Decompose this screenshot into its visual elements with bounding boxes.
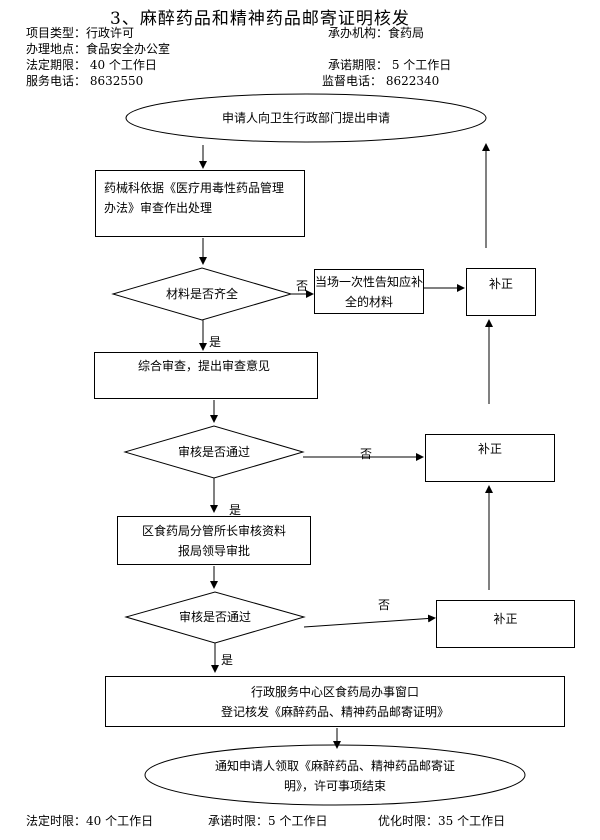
footer-optimized-value: 35 个工作日: [438, 814, 506, 828]
item-type-value: 行政许可: [86, 26, 135, 40]
footer-promise-value: 5 个工作日: [268, 814, 328, 828]
no-label-1: 否: [296, 279, 309, 293]
window-box: 行政服务中心区食药局办事窗口 登记核发《麻醉药品、精神药品邮寄证明》: [105, 676, 565, 727]
finish-label-line2: 明》，许可事项结束: [283, 779, 386, 793]
correct-box-3: 补正: [436, 600, 575, 648]
yes-label-2: 是: [229, 503, 242, 517]
review-line1: 药械科依据《医疗用毒性药品管理: [104, 181, 285, 195]
location-row: 办理地点：食品安全办公室: [26, 40, 170, 57]
page-title: 3、麻醉药品和精神药品邮寄证明核发: [110, 9, 410, 29]
promise-limit-row: 承诺期限： 5 个工作日: [328, 56, 451, 73]
footer-legal-value: 40 个工作日: [86, 814, 154, 828]
agency-label: 承办机构：: [328, 26, 389, 40]
footer-promise: 承诺时限：5 个工作日: [208, 812, 327, 829]
correct-box-2: 补正: [425, 434, 555, 482]
comprehensive-box: 综合审查，提出审查意见: [94, 352, 318, 399]
review-line2: 办法》审查作出处理: [104, 201, 213, 215]
supervise-phone-row: 监督电话： 8622340: [322, 72, 439, 89]
promise-limit-value: 5 个工作日: [391, 58, 452, 72]
finish-label-line1: 通知申请人领取《麻醉药品、精神药品邮寄证: [214, 759, 455, 773]
audit-1-label: 审核是否通过: [177, 445, 250, 459]
director-line1: 区食药局分管所长审核资料: [141, 523, 286, 538]
apply-label: 申请人向卫生行政部门提出申请: [221, 111, 390, 125]
director-line2: 报局领导审批: [177, 543, 250, 558]
audit-1-diamond: [123, 425, 305, 479]
legal-limit-value: 40 个工作日: [89, 58, 157, 72]
notify-box: 当场一次性告知应补 全的材料: [314, 269, 424, 314]
review-box: 药械科依据《医疗用毒性药品管理 办法》审查作出处理: [95, 170, 305, 237]
service-phone-row: 服务电话： 8632550: [26, 72, 143, 89]
service-phone-label: 服务电话：: [26, 74, 87, 88]
correct-1-label: 补正: [488, 277, 513, 291]
agency-value: 食药局: [388, 26, 425, 40]
location-label: 办理地点：: [26, 42, 87, 56]
footer-legal-label: 法定时限：: [26, 814, 87, 828]
arrow-audit2-to-correct3: [303, 614, 436, 628]
footer-optimized-label: 优化时限：: [378, 814, 439, 828]
supervise-phone-value: 8622340: [385, 74, 440, 88]
location-value: 食品安全办公室: [86, 42, 171, 56]
legal-limit-label: 法定期限：: [26, 58, 87, 72]
materials-check-label: 材料是否齐全: [165, 287, 238, 301]
finish-label: 通知申请人领取《麻醉药品、精神药品邮寄证 明》，许可事项结束: [170, 756, 500, 796]
yes-label-3: 是: [221, 653, 234, 667]
footer-promise-label: 承诺时限：: [208, 814, 269, 828]
no-label-2: 否: [360, 447, 373, 461]
service-phone-value: 8632550: [89, 74, 144, 88]
no-label-3: 否: [378, 598, 391, 612]
notify-line2: 全的材料: [344, 294, 393, 309]
promise-limit-label: 承诺期限：: [328, 58, 389, 72]
window-line1: 行政服务中心区食药局办事窗口: [250, 684, 419, 699]
comprehensive-label: 综合审查，提出审查意见: [138, 359, 271, 373]
audit-2-diamond: [124, 591, 306, 644]
director-box: 区食药局分管所长审核资料 报局领导审批: [117, 516, 311, 565]
legal-limit-row: 法定期限： 40 个工作日: [26, 56, 157, 73]
correct-3-label: 补正: [493, 612, 518, 626]
item-type-row: 项目类型：行政许可: [26, 24, 134, 41]
correct-box-1: 补正: [466, 268, 536, 316]
item-type-label: 项目类型：: [26, 26, 87, 40]
yes-label-1: 是: [209, 335, 222, 349]
supervise-phone-label: 监督电话：: [322, 74, 383, 88]
start-ellipse: [125, 93, 487, 143]
window-line2: 登记核发《麻醉药品、精神药品邮寄证明》: [220, 704, 449, 719]
notify-line1: 当场一次性告知应补: [315, 274, 424, 289]
audit-2-label: 审核是否通过: [178, 610, 251, 624]
agency-row: 承办机构：食药局: [328, 24, 424, 41]
footer-legal: 法定时限：40 个工作日: [26, 812, 153, 829]
footer-optimized: 优化时限：35 个工作日: [378, 812, 505, 829]
correct-2-label: 补正: [477, 442, 502, 456]
